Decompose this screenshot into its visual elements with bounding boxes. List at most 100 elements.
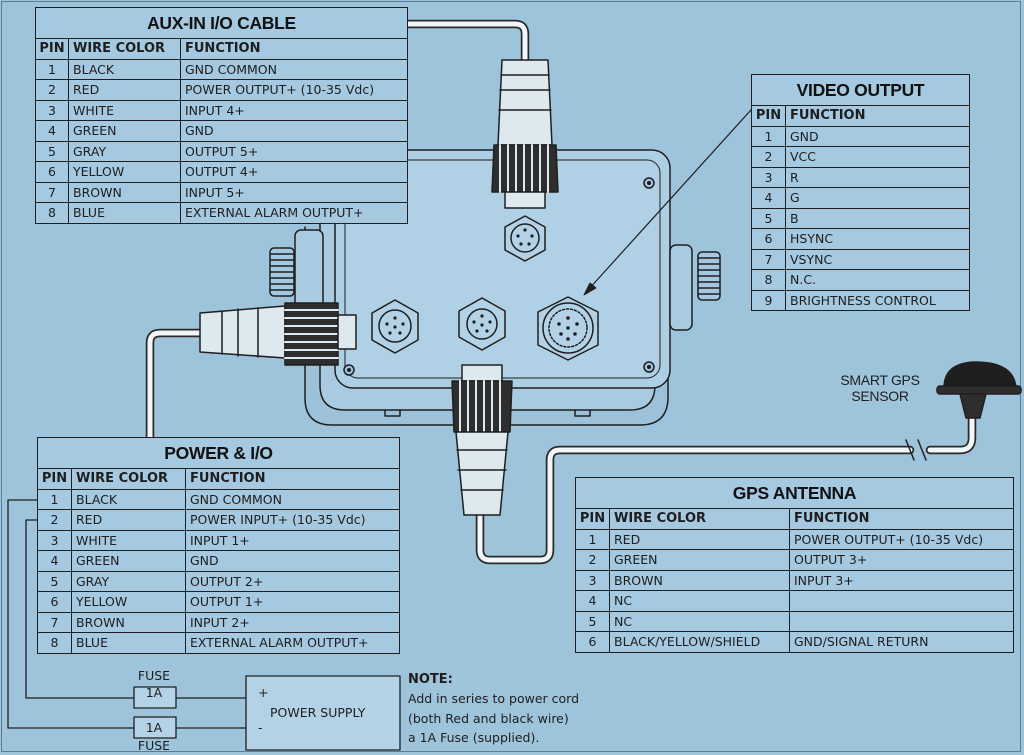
pin-function: EXTERNAL ALARM OUTPUT+ [180,202,408,224]
wire-color: BLACK/YELLOW/SHIELD [609,631,790,653]
wire-color: BLUE [71,632,186,654]
wire-color: YELLOW [68,161,181,183]
pin-function: OUTPUT 4+ [180,161,408,183]
column-header: FUNCTION [180,38,408,60]
pin-function: POWER INPUT+ (10-35 Vdc) [185,509,400,531]
pin-function: R [785,166,970,188]
pin-number: 2 [35,79,69,101]
pin-number: 8 [35,202,69,224]
pin-number: 2 [575,549,610,571]
fuse-label: FUSE [137,668,171,683]
pin-number: 5 [35,140,69,162]
wire-color: NC [609,610,790,632]
column-header: FUNCTION [789,508,1014,530]
pin-number: 6 [35,161,69,183]
pin-function: INPUT 2+ [185,611,400,633]
wire-color: BROWN [71,611,186,633]
column-header: WIRE COLOR [71,468,186,490]
pin-function: INPUT 1+ [185,529,400,551]
pin-number: 4 [751,187,786,209]
table-header-row: PIN WIRE COLOR FUNCTION [575,508,1014,530]
fuse-rating: 1A [145,720,163,735]
pin-function: G [785,187,970,209]
pin-function: OUTPUT 2+ [185,570,400,592]
pin-number: 8 [37,632,72,654]
note-line: (both Red and black wire) [408,711,569,726]
pin-number: 2 [37,509,72,531]
wire-color: YELLOW [71,591,186,613]
wire-color: WHITE [68,99,181,121]
wire-color: RED [609,528,790,550]
fuse-label: FUSE [137,738,171,753]
pin-number: 9 [751,289,786,311]
wire-color: GRAY [68,140,181,162]
pin-number: 5 [37,570,72,592]
note-line: Add in series to power cord [408,691,580,706]
gps-sensor-label: SMART GPS SENSOR [820,372,940,404]
pin-function: GND [185,550,400,572]
column-header: FUNCTION [185,468,400,490]
aux-in-cable-table: AUX-IN I/O CABLE PIN WIRE COLOR FUNCTION… [35,7,408,224]
pin-number: 5 [575,610,610,632]
knob-icon [269,247,721,301]
pin-function: POWER OUTPUT+ (10-35 Vdc) [789,528,1014,550]
aux-cable-wire [403,19,530,65]
pin-function: OUTPUT 3+ [789,549,1014,571]
pin-number: 4 [35,120,69,142]
wire-color: GREEN [609,549,790,571]
pin-function: INPUT 3+ [789,569,1014,591]
pin-function: GND/SIGNAL RETURN [789,631,1014,653]
note-title: NOTE: [408,672,453,687]
pin-function: GND [180,120,408,142]
pin-function: EXTERNAL ALARM OUTPUT+ [185,632,400,654]
pin-number: 1 [37,488,72,510]
column-header: WIRE COLOR [68,38,181,60]
video-output-table-title: VIDEO OUTPUT [751,74,970,105]
wire-color: GRAY [71,570,186,592]
wire-color: NC [609,590,790,612]
pin-number: 3 [37,529,72,551]
pin-function: INPUT 5+ [180,181,408,203]
pin-number: 7 [35,181,69,203]
aux-in-table-title: AUX-IN I/O CABLE [35,7,408,38]
power-supply-wiring [7,499,401,751]
pin-function: VSYNC [785,248,970,270]
pin-number: 1 [751,125,786,147]
column-header: PIN [35,38,69,60]
pin-function: GND COMMON [180,58,408,80]
note-line: a 1A Fuse (supplied). [408,730,540,745]
pin-function [789,590,1014,612]
power-supply-positive: + [258,685,269,700]
pin-function: N.C. [785,269,970,291]
pin-number: 4 [575,590,610,612]
wire-color: BROWN [68,181,181,203]
pin-number: 1 [35,58,69,80]
pin-number: 7 [751,248,786,270]
video-pointer-arrow [587,99,761,291]
wire-color: RED [71,509,186,531]
wire-color: BLACK [68,58,181,80]
gps-plug-icon [451,364,513,516]
power-cable-wire [145,328,205,442]
power-supply-label: POWER SUPPLY [270,705,366,720]
pin-function: BRIGHTNESS CONTROL [785,289,970,311]
